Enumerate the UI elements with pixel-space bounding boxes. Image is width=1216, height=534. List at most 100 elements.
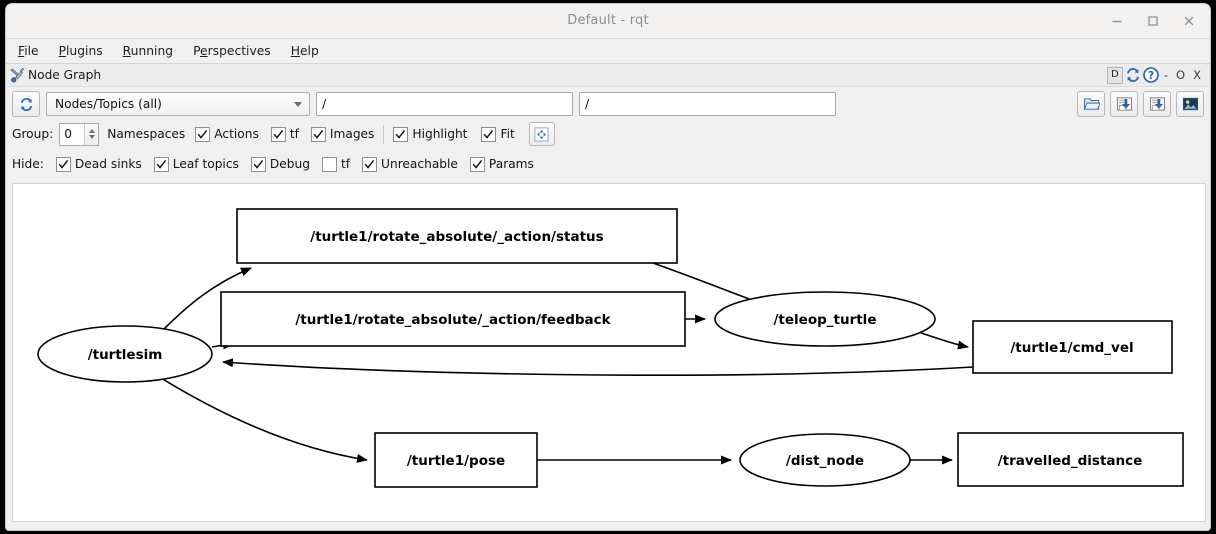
tools-icon: [10, 67, 25, 82]
help-icon[interactable]: ?: [1143, 67, 1159, 83]
chevron-down-icon[interactable]: [88, 135, 95, 139]
checkbox-hide-params[interactable]: Params: [469, 156, 534, 172]
checkbox-highlight[interactable]: Highlight: [393, 126, 467, 142]
refresh-icon: [20, 97, 32, 111]
save-dot-icon: [1116, 97, 1132, 111]
minimize-icon: [1112, 20, 1122, 23]
dock-title: Node Graph: [28, 68, 102, 82]
checkbox-hide-debug-box[interactable]: [250, 156, 266, 172]
graph-canvas-wrapper: /turtlesim /turtle1/rotate_absolute/_act…: [6, 177, 1210, 530]
load-dot-button[interactable]: [1077, 91, 1105, 117]
toolbar-row-hide: Hide: Dead sinks Leaf topics Debug: [12, 151, 1204, 177]
checkbox-hide-leaf-topics-box[interactable]: [153, 156, 169, 172]
check-icon: [197, 129, 208, 139]
checkbox-hide-unreachable-box[interactable]: [362, 156, 378, 172]
checkbox-hide-params-box[interactable]: [469, 156, 485, 172]
graph-node-dist-node[interactable]: /dist_node: [739, 433, 911, 487]
dock-float-button[interactable]: D: [1106, 66, 1123, 84]
checkbox-hide-tf-box[interactable]: [321, 156, 337, 172]
checkbox-fit[interactable]: Fit: [481, 126, 515, 142]
checkbox-hide-dead-sinks[interactable]: Dead sinks: [55, 156, 142, 172]
toolbar-row-options: Group: 0 Namespaces Actions tf: [12, 121, 1204, 147]
save-svg-icon: [1149, 97, 1165, 111]
toolbar-row-main: Nodes/Topics (all) / /: [12, 91, 1204, 117]
chevron-up-icon[interactable]: [88, 129, 95, 133]
node-graph-canvas[interactable]: /turtlesim /turtle1/rotate_absolute/_act…: [12, 183, 1206, 522]
graph-node-teleop-turtle[interactable]: /teleop_turtle: [714, 291, 936, 347]
check-icon: [156, 159, 166, 169]
dock-close-button[interactable]: X: [1193, 68, 1201, 82]
graph-type-value: Nodes/Topics (all): [55, 97, 162, 111]
checkbox-hide-leaf-topics[interactable]: Leaf topics: [153, 156, 239, 172]
checkbox-actions[interactable]: Actions: [195, 126, 259, 142]
check-icon: [472, 159, 483, 169]
group-label: Group:: [12, 127, 54, 141]
namespaces-label: Namespaces: [107, 127, 186, 141]
graph-node-status[interactable]: /turtle1/rotate_absolute/_action/status: [236, 208, 678, 264]
dock-minimize-button[interactable]: -: [1163, 68, 1169, 82]
minimize-button[interactable]: [1104, 8, 1130, 34]
toolbar-area: Nodes/Topics (all) / /: [6, 87, 1210, 177]
check-icon: [58, 159, 69, 169]
menu-file[interactable]: File: [18, 44, 39, 58]
checkbox-hide-params-label: Params: [488, 157, 534, 171]
checkbox-hide-dead-sinks-label: Dead sinks: [74, 157, 142, 171]
group-spinbox[interactable]: 0: [59, 122, 100, 146]
graph-node-teleop-turtle-label: /teleop_turtle: [774, 312, 877, 328]
node-graph-svg: /turtlesim /turtle1/rotate_absolute/_act…: [37, 208, 1184, 488]
menu-running[interactable]: Running: [122, 44, 174, 58]
graph-node-pose[interactable]: /turtle1/pose: [374, 432, 538, 488]
menu-help[interactable]: Help: [290, 44, 319, 58]
menu-plugins[interactable]: Plugins: [58, 44, 103, 58]
dock-widget-header: Node Graph D ? - O X: [6, 64, 1210, 87]
save-dot-button[interactable]: [1110, 91, 1138, 117]
checkbox-tf[interactable]: tf: [270, 126, 299, 142]
graph-nodes: /turtlesim /turtle1/rotate_absolute/_act…: [37, 208, 1184, 488]
save-as-image-button[interactable]: [1176, 91, 1204, 117]
graph-node-cmd-vel[interactable]: /turtle1/cmd_vel: [972, 320, 1173, 374]
checkbox-fit-box[interactable]: [481, 126, 497, 142]
topic-filter-input[interactable]: /: [316, 92, 573, 116]
close-button[interactable]: [1176, 8, 1202, 34]
checkbox-actions-box[interactable]: [195, 126, 211, 142]
checkbox-hide-debug[interactable]: Debug: [250, 156, 310, 172]
title-bar: Default - rqt: [6, 4, 1210, 39]
save-as-svg-button[interactable]: [1143, 91, 1171, 117]
menu-perspectives[interactable]: Perspectives: [193, 44, 271, 58]
checkbox-hide-dead-sinks-box[interactable]: [55, 156, 71, 172]
checkbox-hide-debug-label: Debug: [269, 157, 310, 171]
checkbox-highlight-box[interactable]: [393, 126, 409, 142]
group-spinner-arrows[interactable]: [84, 123, 99, 145]
toolbar-right-buttons: [1077, 91, 1204, 117]
node-filter-input[interactable]: /: [579, 92, 836, 116]
maximize-button[interactable]: [1140, 8, 1166, 34]
fit-in-view-icon: [534, 127, 549, 141]
check-icon: [313, 129, 324, 139]
checkbox-images[interactable]: Images: [310, 126, 374, 142]
checkbox-images-box[interactable]: [310, 126, 326, 142]
edge-teleop-to-cmdvel: [920, 332, 969, 350]
checkbox-hide-unreachable[interactable]: Unreachable: [362, 156, 458, 172]
graph-node-travelled-distance-label: /travelled_distance: [998, 453, 1143, 469]
group-value: 0: [64, 127, 72, 141]
refresh-icon[interactable]: [1125, 67, 1141, 83]
graph-type-combobox[interactable]: Nodes/Topics (all): [46, 92, 310, 116]
graph-node-travelled-distance[interactable]: /travelled_distance: [957, 432, 1184, 487]
checkbox-tf-box[interactable]: [270, 126, 286, 142]
refresh-graph-button[interactable]: [12, 91, 40, 117]
check-icon: [273, 129, 284, 139]
toolbar-separator: [383, 124, 385, 144]
edge-turtlesim-to-status: [162, 267, 252, 331]
graph-node-feedback-label: /turtle1/rotate_absolute/_action/feedbac…: [295, 312, 611, 328]
fit-in-view-button[interactable]: [528, 122, 555, 146]
checkbox-tf-label: tf: [289, 127, 299, 141]
chevron-down-icon: [294, 101, 302, 107]
graph-node-turtlesim[interactable]: /turtlesim: [37, 325, 213, 383]
check-icon: [484, 129, 494, 139]
dock-restore-button[interactable]: O: [1176, 68, 1186, 82]
check-icon: [253, 159, 264, 169]
checkbox-hide-tf[interactable]: tf: [321, 156, 350, 172]
image-icon: [1182, 97, 1198, 111]
window-controls: [1104, 4, 1202, 38]
graph-node-feedback[interactable]: /turtle1/rotate_absolute/_action/feedbac…: [220, 291, 686, 347]
